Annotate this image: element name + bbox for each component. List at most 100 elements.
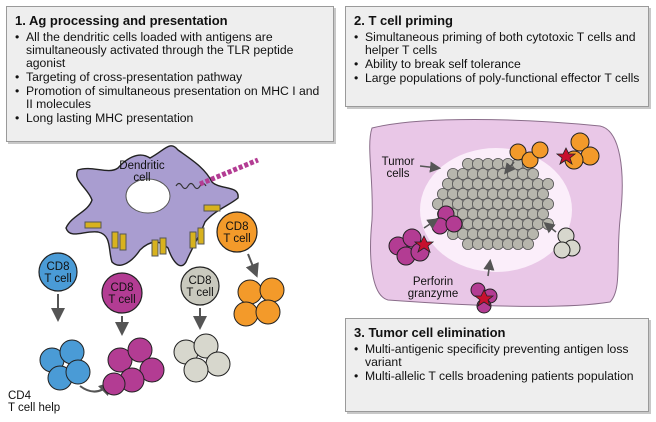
cd8-label-blue: CD8 T cell bbox=[38, 261, 78, 285]
tumor-cell bbox=[461, 177, 474, 190]
tumor-cell bbox=[506, 187, 519, 200]
tumor-cell bbox=[476, 227, 489, 240]
cd8-t-cell-orange bbox=[216, 211, 258, 253]
tumor-cell bbox=[481, 217, 494, 230]
tumor-cell bbox=[466, 167, 479, 180]
tumor-cell bbox=[461, 217, 474, 230]
list-item: Ability to break self tolerance bbox=[354, 58, 640, 72]
tumor-cell bbox=[491, 197, 504, 210]
tumor-cell bbox=[517, 207, 530, 220]
tumor-cell bbox=[481, 237, 494, 250]
list-item: Multi-allelic T cells broadening patient… bbox=[354, 370, 640, 384]
cd8-label-orange: CD8 T cell bbox=[217, 221, 257, 245]
tumor-cell bbox=[496, 187, 509, 200]
tumor-cell bbox=[446, 187, 459, 200]
label-line: Dendritic bbox=[119, 160, 165, 172]
tumor-cell bbox=[466, 227, 479, 240]
granzyme-stars bbox=[413, 147, 577, 307]
tumor-cell bbox=[517, 167, 530, 180]
tumor-cell bbox=[532, 217, 545, 230]
tumor-cell bbox=[471, 217, 484, 230]
list-item: Promotion of simultaneous presentation o… bbox=[15, 85, 325, 111]
tumor-cell bbox=[461, 197, 474, 210]
cd8-t-cell-magenta bbox=[101, 272, 143, 314]
tumor-cell bbox=[471, 157, 484, 170]
panel-t-cell-priming: 2. T cell priming Simultaneous priming o… bbox=[345, 6, 649, 107]
clone-cluster-magenta bbox=[102, 337, 165, 396]
tumor-cell bbox=[451, 177, 464, 190]
clone-cluster-blue bbox=[39, 339, 91, 391]
bullet-list: Multi-antigenic specificity preventing a… bbox=[354, 343, 640, 384]
tumor-cell bbox=[486, 207, 499, 220]
label-line: CD8 bbox=[46, 261, 70, 273]
tumor-cell bbox=[501, 217, 514, 230]
tumor-arrows bbox=[419, 161, 557, 277]
label-line: granzyme bbox=[407, 288, 459, 300]
tumor-cell bbox=[481, 177, 494, 190]
tumor-cells-label: Tumor cells bbox=[376, 156, 420, 180]
tumor-cell bbox=[517, 227, 530, 240]
tumor-cell bbox=[456, 187, 469, 200]
cd8-label-magenta: CD8 T cell bbox=[102, 282, 142, 306]
tumor-cell bbox=[512, 177, 525, 190]
tumor-cell bbox=[522, 197, 535, 210]
list-item: All the dendritic cells loaded with anti… bbox=[15, 31, 325, 70]
tumor-cell bbox=[466, 187, 479, 200]
tumor-cell bbox=[522, 217, 535, 230]
tumor-cell bbox=[527, 207, 540, 220]
label-line: Perforin bbox=[412, 276, 454, 288]
panel-title: 1. Ag processing and presentation bbox=[15, 13, 228, 28]
tumor-cell bbox=[537, 207, 550, 220]
tumor-cell bbox=[476, 207, 489, 220]
label-line: CD8 bbox=[225, 221, 249, 233]
bullet-list: All the dendritic cells loaded with anti… bbox=[15, 31, 325, 126]
tumor-cell bbox=[512, 237, 525, 250]
perforin-granzyme-label: Perforin granzyme bbox=[398, 276, 468, 300]
tumor-cell bbox=[491, 217, 504, 230]
tumor-cell bbox=[527, 167, 540, 180]
peptide-chain bbox=[199, 157, 259, 187]
tumor-cell bbox=[542, 197, 555, 210]
tumor-cell bbox=[522, 177, 535, 190]
tumor-cell bbox=[466, 207, 479, 220]
list-item: Multi-antigenic specificity preventing a… bbox=[354, 343, 640, 369]
panel-title: 3. Tumor cell elimination bbox=[354, 325, 506, 340]
tumor-cell bbox=[451, 197, 464, 210]
tumor-cell bbox=[537, 187, 550, 200]
tumor-cell bbox=[522, 237, 535, 250]
tumor-cell bbox=[491, 157, 504, 170]
cd8-t-cell-blue bbox=[38, 252, 78, 292]
tumor-cell bbox=[486, 167, 499, 180]
tumor-cell bbox=[532, 197, 545, 210]
effector-cluster-gray bbox=[553, 227, 581, 259]
tumor-cell bbox=[512, 217, 525, 230]
tumor-cell bbox=[506, 167, 519, 180]
list-item: Targeting of cross-presentation pathway bbox=[15, 71, 325, 85]
label-line: CD8 bbox=[188, 275, 212, 287]
dendritic-nucleus bbox=[125, 178, 171, 214]
tumor-cell bbox=[476, 187, 489, 200]
tumor-cell bbox=[501, 197, 514, 210]
tumor-cell bbox=[471, 237, 484, 250]
tumor-cell bbox=[481, 197, 494, 210]
tumor-cell bbox=[461, 237, 474, 250]
tumor-cell bbox=[471, 177, 484, 190]
label-line: cell bbox=[133, 172, 151, 184]
tumor-cell bbox=[542, 177, 555, 190]
tumor-cell bbox=[476, 167, 489, 180]
tumor-cell bbox=[527, 227, 540, 240]
panel-ag-processing: 1. Ag processing and presentation All th… bbox=[6, 6, 334, 142]
effector-cluster-orange bbox=[509, 132, 600, 170]
tumor-cell bbox=[486, 187, 499, 200]
label-line: Tumor bbox=[381, 156, 415, 168]
cd8-t-cell-gray bbox=[180, 266, 220, 306]
tumor-cell bbox=[486, 227, 499, 240]
tumor-cell-mass bbox=[431, 157, 555, 250]
clone-cluster-gray bbox=[173, 333, 231, 383]
tumor-cell bbox=[501, 177, 514, 190]
label-line: T cell bbox=[186, 287, 214, 299]
tumor-cell bbox=[506, 227, 519, 240]
tumor-cell bbox=[501, 237, 514, 250]
tumor-cell bbox=[491, 177, 504, 190]
